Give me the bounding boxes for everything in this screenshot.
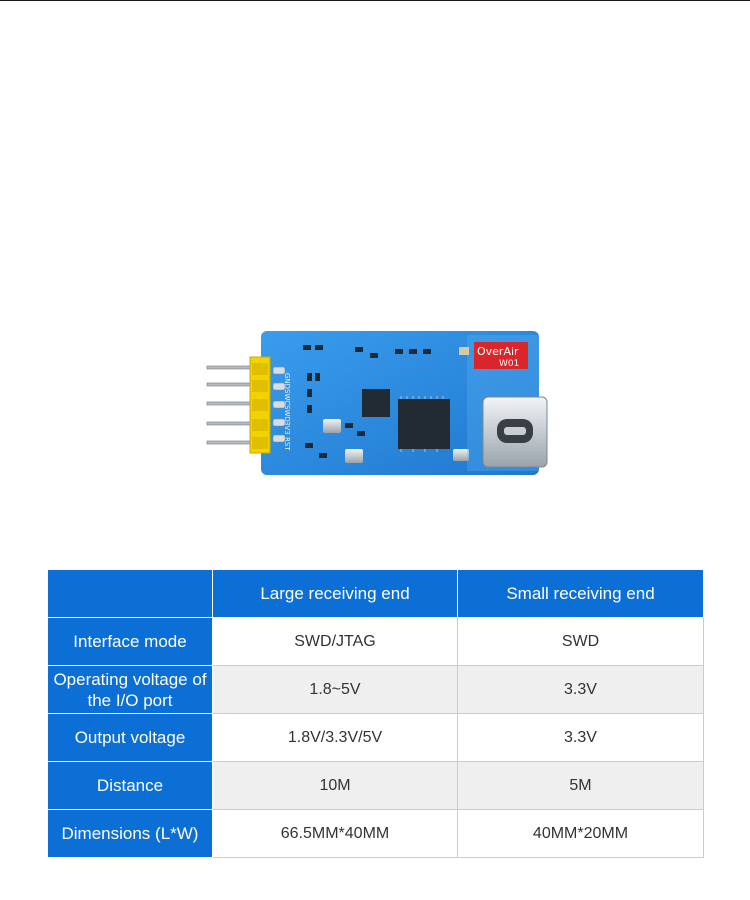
row-label: Output voltage xyxy=(47,713,213,762)
cell-large: SWD/JTAG xyxy=(212,617,458,666)
main-chip xyxy=(398,399,450,449)
crystal-2 xyxy=(345,449,363,463)
pin-label-swd: SWD xyxy=(283,405,291,422)
cell-large: 1.8~5V xyxy=(212,665,458,714)
header-pins xyxy=(206,365,256,445)
row-label: Dimensions (L*W) xyxy=(47,809,213,858)
pin-labels: GND SWC SWD 3V3 RST xyxy=(283,373,291,451)
cell-small: 40MM*20MM xyxy=(457,809,704,858)
row-label: Interface mode xyxy=(47,617,213,666)
row-label: Operating voltage of the I/O port xyxy=(47,665,213,714)
product-board-image: GND SWC SWD 3V3 RST xyxy=(195,323,560,483)
cell-small: 3.3V xyxy=(457,665,704,714)
table-row: Distance 10M 5M xyxy=(47,761,704,810)
mcu-chip xyxy=(362,389,390,417)
header-large-receiving-end: Large receiving end xyxy=(212,569,458,618)
table-row: Output voltage 1.8V/3.3V/5V 3.3V xyxy=(47,713,704,762)
table-row: Operating voltage of the I/O port 1.8~5V… xyxy=(47,665,704,714)
overair-label xyxy=(474,342,528,369)
overair-model-text: W01 xyxy=(499,359,519,369)
table-row: Dimensions (L*W) 66.5MM*40MM 40MM*20MM xyxy=(47,809,704,858)
cell-large: 66.5MM*40MM xyxy=(212,809,458,858)
pin-label-swc: SWC xyxy=(283,389,291,405)
cell-small: 3.3V xyxy=(457,713,704,762)
pin-label-rst: RST xyxy=(283,437,291,451)
table-header-row: Large receiving end Small receiving end xyxy=(47,569,704,618)
header-small-receiving-end: Small receiving end xyxy=(457,569,704,618)
cell-small: SWD xyxy=(457,617,704,666)
cell-large: 10M xyxy=(212,761,458,810)
pin-label-3v3: 3V3 xyxy=(283,421,291,435)
header-corner-cell xyxy=(47,569,213,618)
top-divider-line xyxy=(0,0,750,1)
crystal-1 xyxy=(323,419,341,433)
crystal-3 xyxy=(453,449,469,461)
pcb-illustration: GND SWC SWD 3V3 RST xyxy=(206,331,548,475)
row-label: Distance xyxy=(47,761,213,810)
cell-large: 1.8V/3.3V/5V xyxy=(212,713,458,762)
pin-label-gnd: GND xyxy=(283,373,291,389)
table-row: Interface mode SWD/JTAG SWD xyxy=(47,617,704,666)
cell-small: 5M xyxy=(457,761,704,810)
overair-brand-text: OverAir xyxy=(477,345,519,358)
spec-comparison-table: Large receiving end Small receiving end … xyxy=(47,569,704,858)
